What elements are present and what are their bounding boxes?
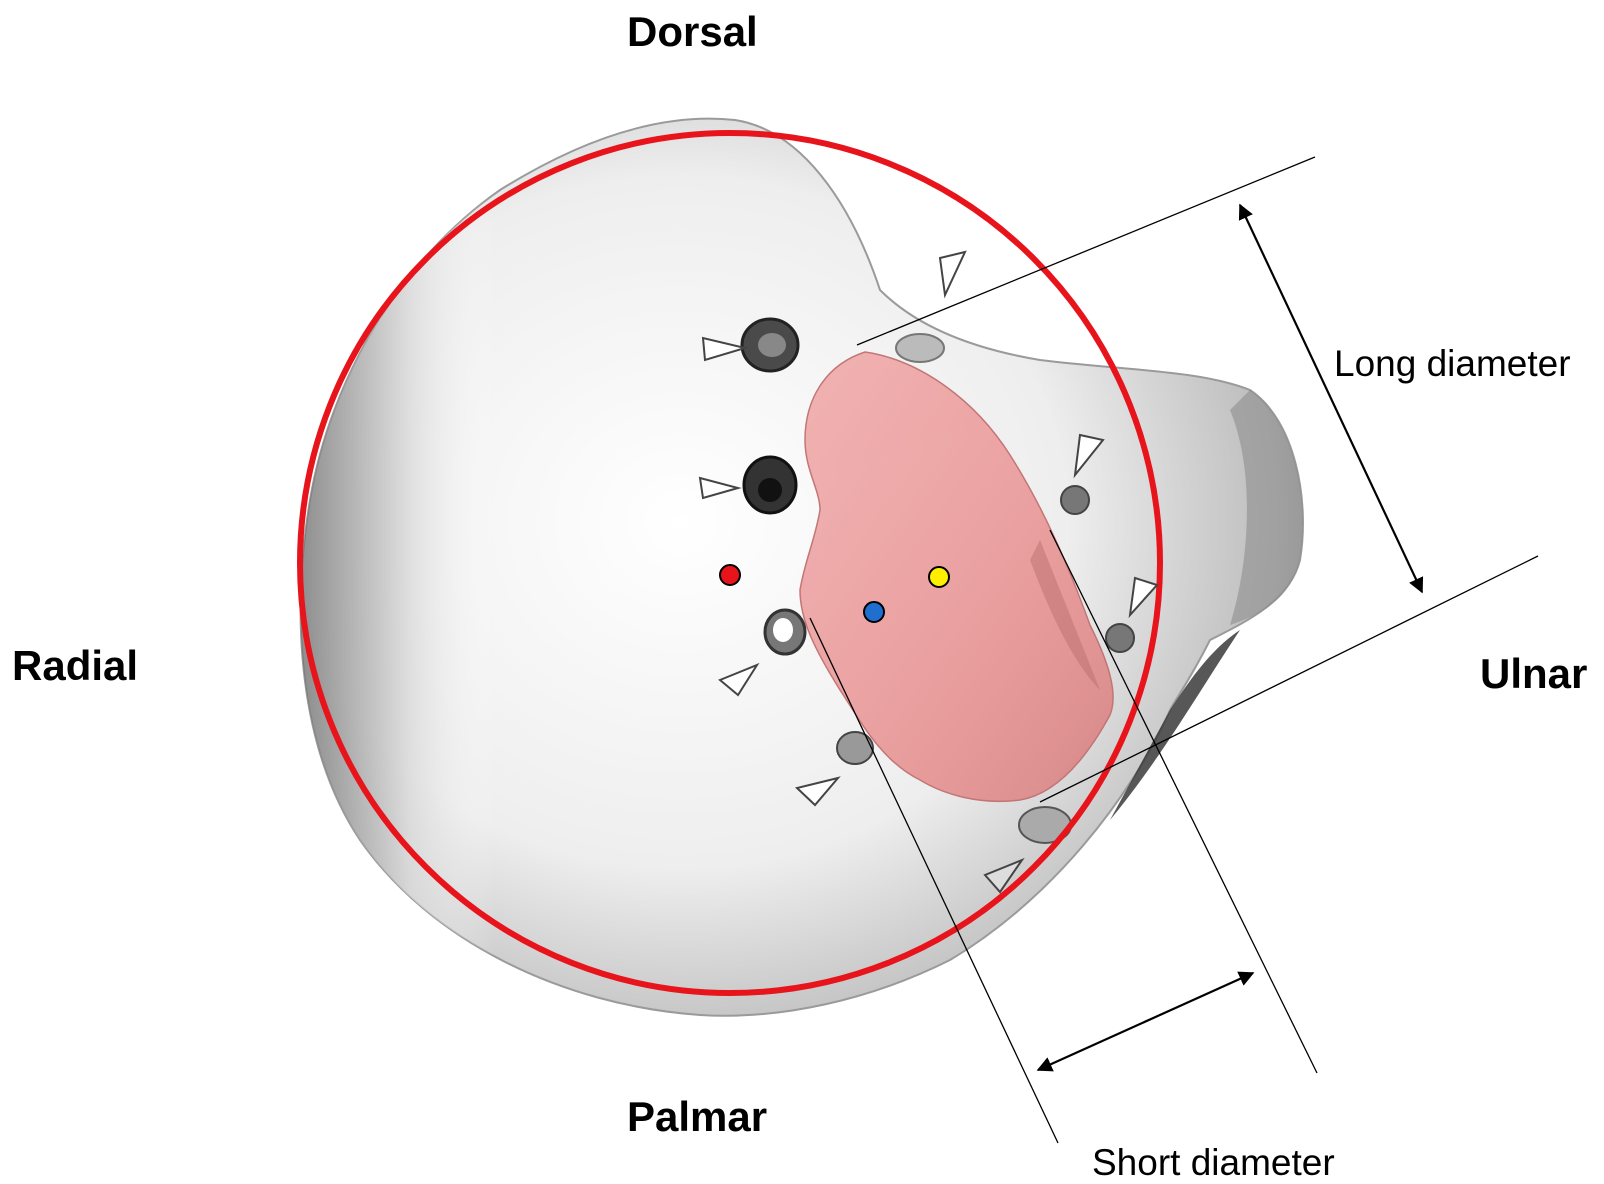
foramen-6	[1061, 486, 1089, 514]
label-short-diameter: Short diameter	[1092, 1142, 1335, 1184]
foramen-8	[896, 334, 944, 362]
short-diameter-arrow	[1038, 973, 1253, 1070]
hollow-triangle-arrowhead-icon	[940, 252, 965, 295]
red-point	[720, 565, 740, 585]
label-ulnar: Ulnar	[1480, 650, 1587, 698]
yellow-point	[929, 567, 949, 587]
label-palmar: Palmar	[627, 1093, 767, 1141]
foramen-4	[837, 732, 873, 764]
blue-point	[864, 602, 884, 622]
label-dorsal: Dorsal	[627, 8, 758, 56]
foramen-7	[1106, 624, 1134, 652]
bone-surface	[301, 119, 1303, 1016]
label-long-diameter: Long diameter	[1334, 343, 1571, 385]
label-radial: Radial	[12, 642, 138, 690]
